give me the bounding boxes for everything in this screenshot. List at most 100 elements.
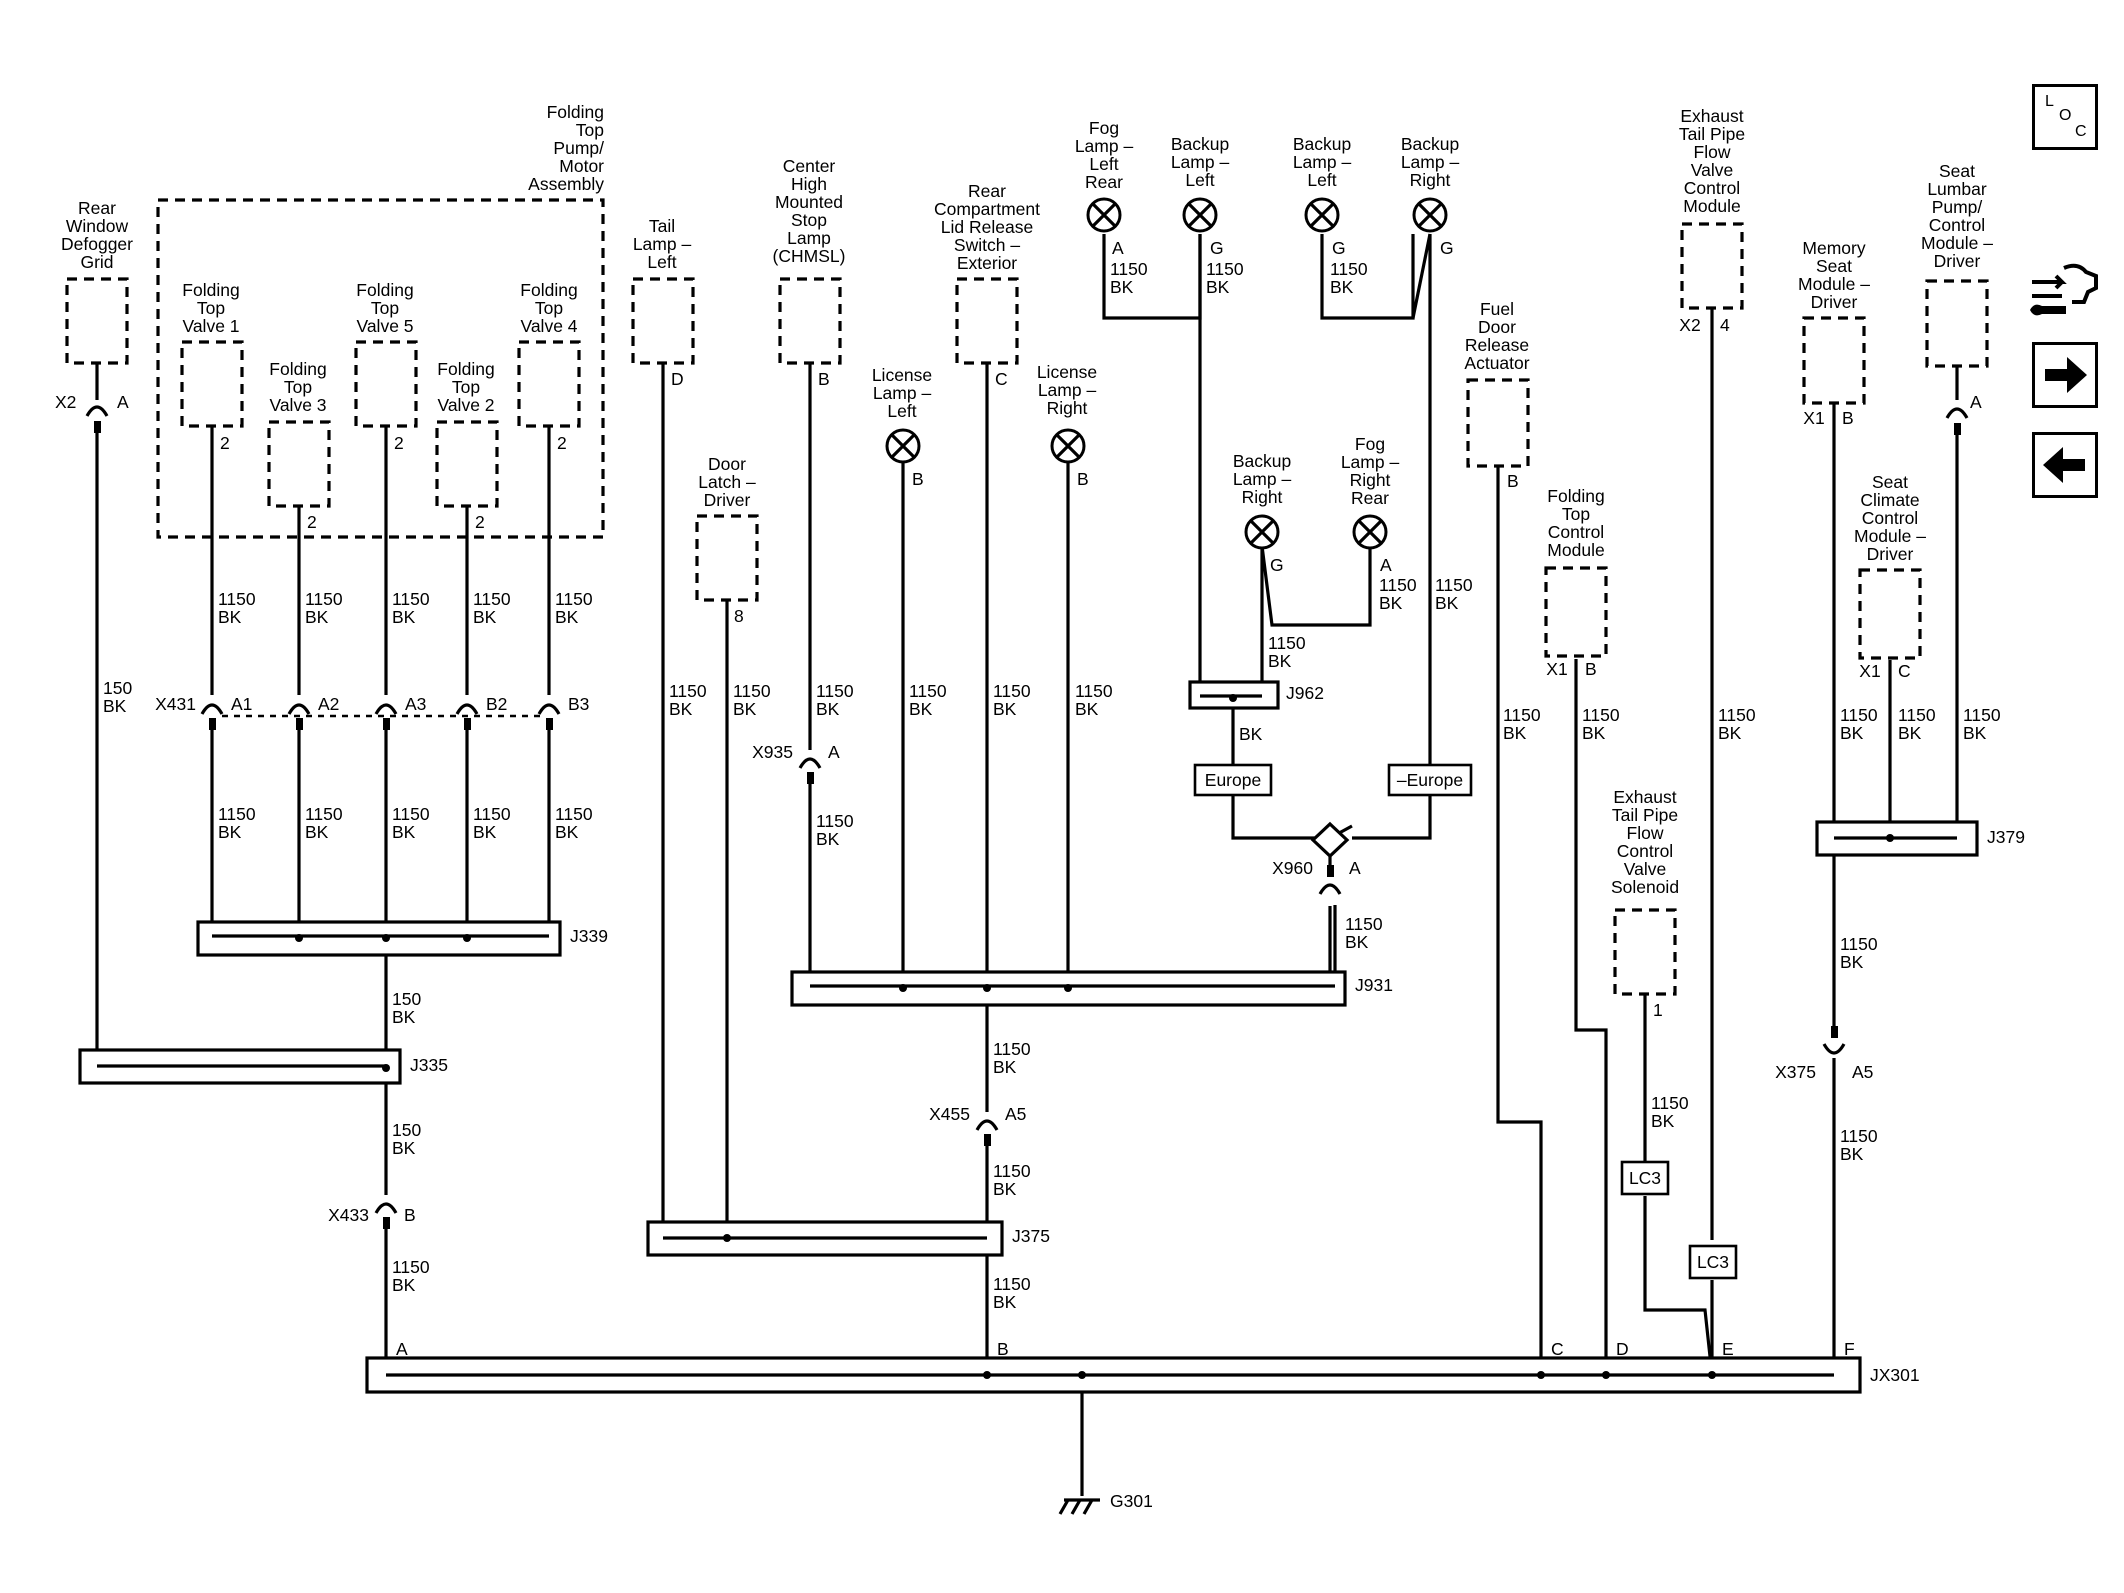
label-wires-w1150-74: 1150: [473, 804, 511, 824]
label-wires-bk-99: BK: [993, 1057, 1017, 1077]
label-pins-defog_pin-27: A: [117, 392, 129, 412]
label-wires-bk-132: BK: [1963, 723, 1987, 743]
label-pins-v3-29: 2: [307, 512, 317, 532]
label-wires-w1150-98: 1150: [993, 1039, 1031, 1059]
label-wires-bk-126: BK: [1651, 1111, 1675, 1131]
inline-connectors: [85, 405, 1969, 1229]
label-connectors-x433_pin-150: B: [404, 1205, 416, 1225]
arrow-left-icon: [2043, 447, 2085, 483]
label-pins-clim_conn-54: X1: [1859, 661, 1880, 681]
fog-lamp-left-rear-symbol: [1086, 197, 1122, 233]
label-pins-fog_r-44: A: [1380, 555, 1392, 575]
label-jx301_pins-a-160: A: [396, 1339, 408, 1359]
label-wires-bk-93: BK: [993, 699, 1017, 719]
label-connectors-x375_pin-152: A5: [1852, 1062, 1873, 1082]
label-connectors-x455_pin-148: A5: [1005, 1104, 1026, 1124]
label-splices-j931-155: J931: [1355, 975, 1393, 995]
next-page-button[interactable]: [2032, 342, 2098, 408]
previous-page-button[interactable]: [2032, 432, 2098, 498]
label-pins-defog_conn-26: X2: [55, 392, 76, 412]
label-wires-w1150-92: 1150: [993, 681, 1031, 701]
label-wires-bk-97: BK: [816, 829, 840, 849]
label-connectors-x433-149: X433: [328, 1205, 369, 1225]
label-wires-bk-91: BK: [909, 699, 933, 719]
label-wires-w1150-133: 1150: [1840, 934, 1878, 954]
label-wires-bk-85: BK: [669, 699, 693, 719]
label-wires-w1150-114: 1150: [1435, 575, 1473, 595]
label-connectors-x431_b3-142: B3: [568, 694, 589, 714]
label-wires-bk-59: BK: [218, 607, 242, 627]
label-pins-mem_pin-52: B: [1842, 408, 1854, 428]
label-wires-bk-75: BK: [473, 822, 497, 842]
label-pins-v5-30: 2: [394, 433, 404, 453]
label-wires-bk-120: BK: [1503, 723, 1527, 743]
backup-lamp-right-1-symbol: [1412, 197, 1448, 233]
label-wires-w1150-82: 1150: [392, 1257, 430, 1277]
label-wires-w1150-70: 1150: [305, 804, 343, 824]
label-wires-w1150-125: 1150: [1651, 1093, 1689, 1113]
label-splices-j339-153: J339: [570, 926, 608, 946]
loc-button[interactable]: L O C: [2032, 84, 2098, 150]
label-wires-w1150-131: 1150: [1963, 705, 2001, 725]
service-wrench-icon[interactable]: [2026, 258, 2102, 328]
label-pins-tail-33: D: [671, 369, 684, 389]
label-wires-bk-65: BK: [473, 607, 497, 627]
label-wires-bk-61: BK: [305, 607, 329, 627]
label-connectors-x960_pin-146: A: [1349, 858, 1361, 878]
fog-lamp-right-rear-symbol: [1352, 514, 1388, 550]
label-wires-w1150-129: 1150: [1898, 705, 1936, 725]
label-wires-w1150-76: 1150: [555, 804, 593, 824]
label-connectors-x431-137: X431: [155, 694, 196, 714]
label-options-lc3b-169: LC3: [1697, 1252, 1729, 1272]
label-wires-bk-57: BK: [103, 696, 127, 716]
label-wires-bk-111: BK: [1268, 651, 1292, 671]
folding-top-pump-box: [156, 198, 605, 539]
label-wires-bk-63: BK: [392, 607, 416, 627]
label-wires-w1150-127: 1150: [1840, 705, 1878, 725]
lamps: [885, 197, 1448, 550]
label-wires-bk-77: BK: [555, 822, 579, 842]
label-pins-lic_l-36: B: [912, 469, 924, 489]
label-wires-w1150-102: 1150: [993, 1274, 1031, 1294]
backup-lamp-left-1-symbol: [1182, 197, 1218, 233]
label-connectors-x431_a2-139: A2: [318, 694, 339, 714]
label-pins-exc_pin-49: 4: [1720, 315, 1730, 335]
label-pins-bkl1-40: G: [1210, 238, 1224, 258]
label-connectors-x935_pin-144: A: [828, 742, 840, 762]
label-wires-w1150-117: 1150: [1345, 914, 1383, 934]
label-connectors-x431_a3-140: A3: [405, 694, 426, 714]
label-wires-bk-136: BK: [1840, 1144, 1864, 1164]
label-connectors-x431_a1-138: A1: [231, 694, 252, 714]
label-jx301_pins-c-162: C: [1551, 1339, 1564, 1359]
label-wires-bk-83: BK: [392, 1275, 416, 1295]
label-wires-bk-134: BK: [1840, 952, 1864, 972]
label-jx301_pins-b-161: B: [997, 1339, 1009, 1359]
label-pins-door-34: 8: [734, 606, 744, 626]
label-jx301_pins-d-163: D: [1616, 1339, 1629, 1359]
wires: [95, 233, 1959, 1496]
label-wires-w1150-100: 1150: [993, 1161, 1031, 1181]
label-pins-v1-28: 2: [220, 433, 230, 453]
defogger-box: [65, 277, 129, 365]
label-wires-w1150-108: 1150: [1330, 259, 1368, 279]
label-wires-w1150-58: 1150: [218, 589, 256, 609]
backup-lamp-left-2-symbol: [1304, 197, 1340, 233]
loc-letter-l: L: [2045, 93, 2054, 110]
label-pins-bkr2-43: G: [1270, 555, 1284, 575]
label-wires-bk-130: BK: [1898, 723, 1922, 743]
